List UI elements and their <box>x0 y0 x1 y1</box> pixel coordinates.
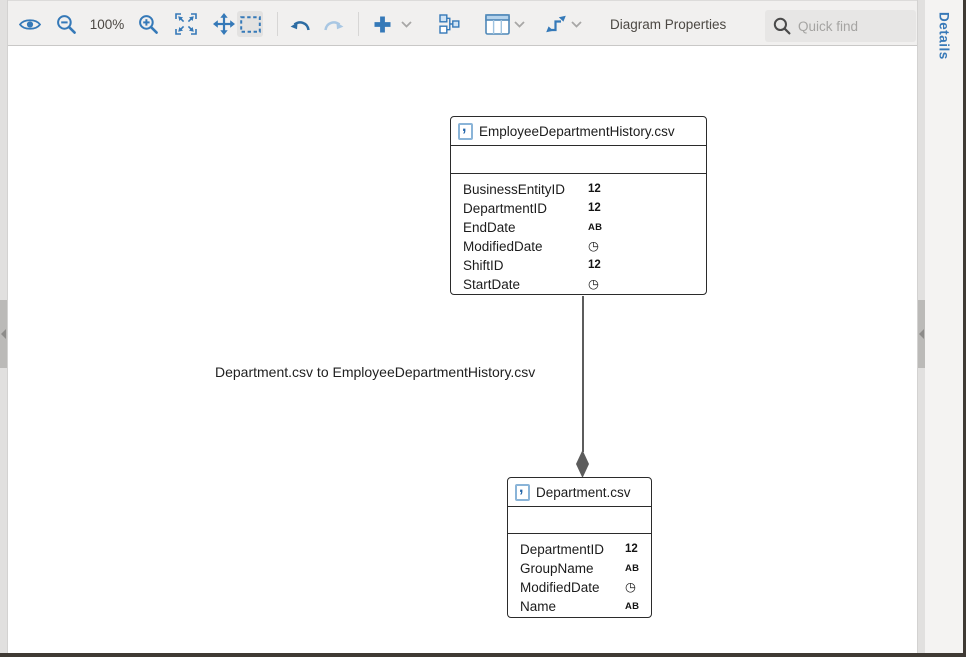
right-sash-handle[interactable] <box>918 300 925 368</box>
entity-key-section <box>451 145 706 173</box>
relationship-diamond-arrowhead <box>576 450 589 478</box>
datetime-type-icon: ◷ <box>625 578 636 597</box>
numeric-type-label: 12 <box>625 540 638 559</box>
entity-title: EmployeeDepartmentHistory.csv <box>479 124 675 139</box>
select-tool-button[interactable] <box>237 11 263 37</box>
entity-column-row[interactable]: ModifiedDate ◷ <box>508 578 651 597</box>
entity-column-row[interactable]: BusinessEntityID 12 <box>451 180 706 199</box>
left-sash-handle[interactable] <box>0 300 7 368</box>
entity-column-row[interactable]: GroupName AB <box>508 559 651 578</box>
numeric-type-label: 12 <box>588 256 601 275</box>
entity-column-row[interactable]: DepartmentID 12 <box>451 199 706 218</box>
column-name: ModifiedDate <box>520 580 600 595</box>
column-name: ModifiedDate <box>463 239 543 254</box>
entity-header[interactable]: , Department.csv <box>508 478 651 506</box>
string-type-label: AB <box>625 597 639 616</box>
datetime-type-icon: ◷ <box>588 237 599 256</box>
entity-column-row[interactable]: ModifiedDate ◷ <box>451 237 706 256</box>
entity-columns-section: DepartmentID12GroupNameABModifiedDate◷Na… <box>508 533 651 616</box>
numeric-type-label: 12 <box>588 180 601 199</box>
entity-header[interactable]: , EmployeeDepartmentHistory.csv <box>451 117 706 145</box>
redo-button[interactable] <box>321 11 347 37</box>
column-name: StartDate <box>463 277 520 292</box>
table-view-dropdown-chevron-icon[interactable] <box>514 21 525 28</box>
toolbar-separator <box>277 12 278 36</box>
selection-rectangle-icon <box>240 16 261 33</box>
column-name: Name <box>520 599 556 614</box>
zoom-in-button[interactable] <box>135 11 161 37</box>
plus-icon <box>373 15 392 34</box>
column-name: GroupName <box>520 561 594 576</box>
zoom-level-label: 100% <box>85 1 129 47</box>
entity-key-section <box>508 506 651 533</box>
undo-icon <box>288 17 311 32</box>
csv-file-icon: , <box>458 123 473 140</box>
zoom-out-button[interactable] <box>53 11 79 37</box>
numeric-type-label: 12 <box>588 199 601 218</box>
entity-column-row[interactable]: StartDate ◷ <box>451 275 706 294</box>
quick-find-input[interactable] <box>798 19 908 34</box>
search-icon <box>773 17 791 35</box>
routing-arrow-icon <box>545 14 567 34</box>
undo-button[interactable] <box>286 11 312 37</box>
auto-layout-icon <box>439 14 460 34</box>
left-panel-sash[interactable] <box>0 0 8 653</box>
entity-column-row[interactable]: ShiftID 12 <box>451 256 706 275</box>
column-name: DepartmentID <box>463 201 547 216</box>
entity-department[interactable]: , Department.csv DepartmentID12GroupName… <box>507 477 652 618</box>
right-panel-sash[interactable] <box>917 0 925 653</box>
entity-column-row[interactable]: Name AB <box>508 597 651 616</box>
zoom-in-icon <box>138 14 159 35</box>
relationship-line[interactable] <box>582 296 584 452</box>
view-settings-button[interactable] <box>17 11 43 37</box>
string-type-label: AB <box>588 218 602 237</box>
string-type-label: AB <box>625 559 639 578</box>
details-tab-label: Details <box>937 12 952 60</box>
details-panel: Details <box>925 0 963 653</box>
entity-column-row[interactable]: EndDate AB <box>451 218 706 237</box>
entity-employee-department-history[interactable]: , EmployeeDepartmentHistory.csv Business… <box>450 116 707 295</box>
collapse-right-arrow-icon <box>919 329 924 339</box>
connection-routing-button[interactable] <box>543 11 569 37</box>
zoom-out-icon <box>56 14 77 35</box>
entity-columns-section: BusinessEntityID12DepartmentID12EndDateA… <box>451 173 706 294</box>
datetime-type-icon: ◷ <box>588 275 599 294</box>
table-view-button[interactable] <box>484 11 510 37</box>
routing-dropdown-chevron-icon[interactable] <box>571 21 582 28</box>
move-icon <box>213 13 235 35</box>
column-name: BusinessEntityID <box>463 182 565 197</box>
zoom-fit-button[interactable] <box>173 11 199 37</box>
redo-icon <box>323 17 346 32</box>
table-icon <box>485 14 510 35</box>
auto-layout-button[interactable] <box>436 11 462 37</box>
fit-page-icon <box>175 13 197 35</box>
toolbar-separator <box>358 12 359 36</box>
collapse-left-arrow-icon <box>1 329 6 339</box>
diagram-properties-link[interactable]: Diagram Properties <box>610 1 726 47</box>
column-name: DepartmentID <box>520 542 604 557</box>
column-name: EndDate <box>463 220 516 235</box>
tab-details[interactable]: Details <box>925 12 963 60</box>
entity-title: Department.csv <box>536 485 631 500</box>
column-name: ShiftID <box>463 258 504 273</box>
eye-icon <box>19 17 41 32</box>
add-item-dropdown-chevron-icon[interactable] <box>401 21 412 28</box>
add-item-button[interactable] <box>369 11 395 37</box>
csv-file-icon: , <box>515 484 530 501</box>
entity-column-row[interactable]: DepartmentID 12 <box>508 540 651 559</box>
quick-find-box[interactable] <box>765 10 916 42</box>
relationship-label[interactable]: Department.csv to EmployeeDepartmentHist… <box>215 364 535 380</box>
toolbar: 100% <box>0 0 925 46</box>
move-tool-button[interactable] <box>211 11 237 37</box>
